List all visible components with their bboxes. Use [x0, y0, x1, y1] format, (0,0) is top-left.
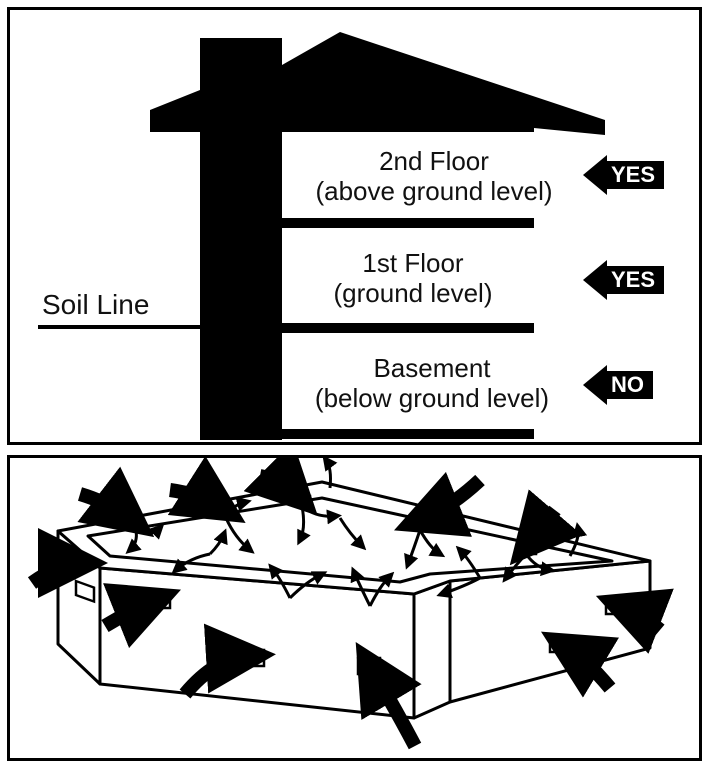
- foundation-wall-front-step: [412, 579, 452, 720]
- radon-arrow: [208, 528, 228, 556]
- foundation-illustration-panel: [7, 455, 702, 761]
- radon-arrow: [135, 523, 165, 540]
- air-stream-arrow: [77, 466, 155, 538]
- floor-line-basement: [282, 429, 534, 439]
- radon-arrow: [350, 566, 372, 607]
- air-stream-arrow: [101, 583, 181, 649]
- soil-line-label: Soil Line: [42, 289, 150, 320]
- house-diagram-panel: Soil Line 2nd Floor (above ground level)…: [7, 7, 702, 445]
- arrow-left-icon: [583, 260, 607, 300]
- floor-name: 2nd Floor: [379, 146, 489, 176]
- floor-level: (ground level): [333, 278, 493, 308]
- floor-name: 1st Floor: [362, 248, 464, 278]
- air-stream-arrow: [27, 528, 108, 599]
- answer-badge: YES: [605, 161, 665, 189]
- radon-arrow: [368, 571, 395, 607]
- radon-arrow: [404, 529, 422, 570]
- floor-line-1st: [282, 323, 534, 333]
- air-stream-arrow: [595, 588, 674, 654]
- floor-label-1st: 1st Floor (ground level): [288, 248, 538, 308]
- arrow-left-icon: [583, 155, 607, 195]
- floor-label-2nd: 2nd Floor (above ground level): [288, 146, 580, 206]
- radon-arrow: [301, 504, 342, 525]
- radon-arrow: [502, 552, 528, 583]
- answer-badge: YES: [605, 266, 665, 294]
- radon-arrow: [125, 529, 142, 554]
- radon-arrow: [524, 553, 556, 577]
- radon-arrow: [288, 571, 328, 600]
- air-stream-arrow: [509, 489, 582, 566]
- foundation-wall-front-right: [448, 559, 652, 704]
- radon-arrow: [268, 563, 292, 599]
- air-stream-arrow: [179, 623, 276, 699]
- radon-arrow: [455, 545, 482, 579]
- radon-arrow: [322, 458, 338, 489]
- air-stream-arrow: [355, 641, 422, 750]
- floor-level: (above ground level): [315, 176, 553, 206]
- radon-arrow: [224, 496, 252, 519]
- floor-name: Basement: [373, 353, 491, 383]
- air-stream-arrow: [243, 458, 318, 516]
- radon-arrow: [436, 576, 481, 599]
- radon-arrow: [568, 522, 588, 557]
- arrow-left-icon: [583, 365, 607, 405]
- air-stream-arrow: [167, 458, 246, 524]
- radon-arrow: [338, 517, 367, 551]
- radon-arrow: [297, 505, 311, 546]
- radon-arrow: [418, 529, 446, 558]
- radon-arrow: [171, 552, 211, 574]
- air-stream-arrow: [540, 631, 620, 698]
- floor-line-2nd: [282, 218, 534, 228]
- soil-line: [38, 325, 203, 329]
- floor-level: (below ground level): [314, 383, 550, 413]
- foundation-air-flow-arrows-icon: [27, 458, 674, 750]
- answer-badge: NO: [605, 371, 653, 399]
- floor-label-basement: Basement (below ground level): [282, 353, 582, 413]
- house-silhouette: [38, 32, 605, 440]
- radon-arrow: [224, 517, 255, 554]
- house-wall: [200, 38, 282, 440]
- air-stream-arrow: [394, 471, 485, 537]
